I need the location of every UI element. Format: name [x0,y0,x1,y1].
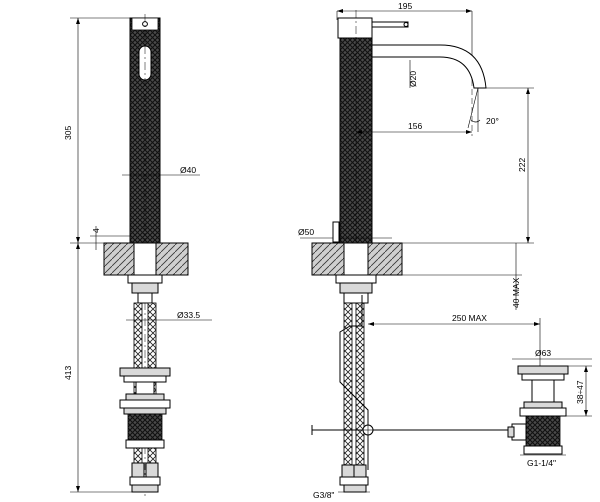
plug-height-label: 38÷47 [575,380,585,404]
spout-height-label: 222 [517,158,527,172]
overall-width-label: 195 [398,1,412,11]
spout-reach-label: 156 [408,121,422,131]
body-diameter-label: Ø40 [180,165,196,175]
height-lower-label: 413 [63,366,73,380]
side-view: 195 Ø20 20° 156 222 Ø50 [298,1,541,500]
waste-view: Ø63 38÷47 G1-1/4" [507,348,592,468]
shank-diameter-label: Ø33.5 [177,310,200,320]
base-thickness-label: 4 [91,228,101,233]
base-diameter-label: Ø50 [298,227,314,237]
waste-distance-label: 250 MAX [452,313,487,323]
front-view: 305 413 4 Ø40 Ø33.5 [63,14,212,496]
spout [371,44,487,89]
spout-diameter-label: Ø20 [408,71,418,87]
deck-max-label: 40 MAX [511,277,521,308]
inlet-thread-label: G3/8" [313,490,334,500]
height-upper-label: 305 [63,126,73,140]
plug-diameter-label: Ø63 [535,348,551,358]
waste-thread-label: G1-1/4" [527,458,556,468]
spout-angle-label: 20° [486,116,499,126]
